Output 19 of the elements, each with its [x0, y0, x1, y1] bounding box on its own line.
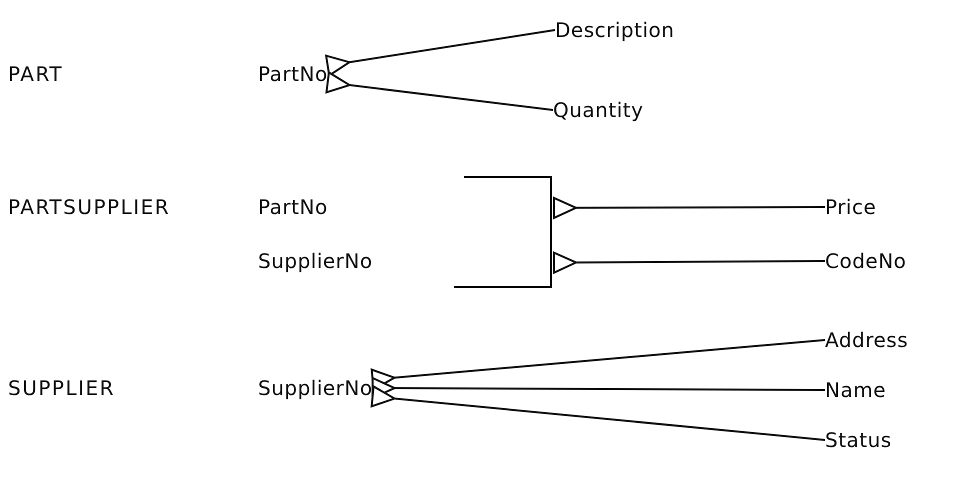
attribute-name: CodeNo — [825, 249, 906, 273]
relation-name: PART — [8, 62, 64, 86]
attribute-name: Address — [825, 328, 908, 352]
attribute-name: PartNo — [258, 195, 328, 219]
attribute-name: Price — [825, 195, 876, 219]
relation-name: PARTSUPPLIER — [8, 195, 170, 219]
attribute-name: SupplierNo — [258, 249, 373, 273]
connector-line — [370, 385, 826, 441]
attribute-name: PartNo — [258, 62, 328, 86]
connector-line — [552, 252, 825, 274]
connector-line — [552, 196, 825, 219]
attribute-name: SupplierNo — [258, 376, 373, 400]
attribute-name: Description — [555, 18, 674, 42]
relation-name: SUPPLIER — [8, 376, 116, 400]
connector-line — [325, 29, 556, 76]
attribute-name: Status — [825, 428, 892, 452]
attribute-name: Quantity — [553, 98, 644, 122]
attribute-name: Name — [825, 378, 886, 402]
connector-line — [325, 71, 554, 111]
